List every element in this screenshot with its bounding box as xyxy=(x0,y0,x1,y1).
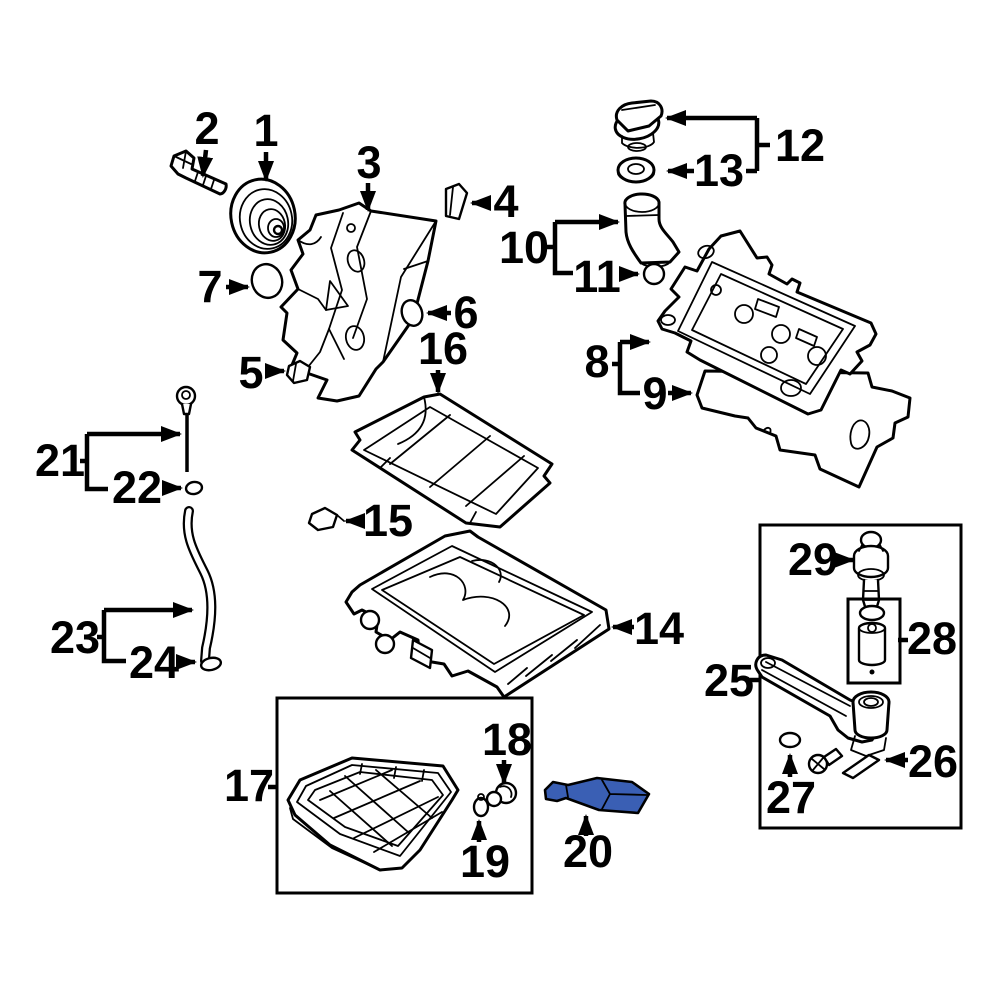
callout-23-bracket xyxy=(97,610,126,664)
part-18-drain-plug[interactable] xyxy=(485,781,518,808)
callout-24[interactable]: 24 xyxy=(129,637,197,688)
part-21-oil-dipstick[interactable] xyxy=(175,385,197,472)
callout-4[interactable]: 4 xyxy=(470,176,519,227)
callout-1-label[interactable]: 1 xyxy=(253,105,278,156)
part-26-gasket[interactable] xyxy=(841,753,881,780)
lower-oil-pan-detail-box xyxy=(275,696,534,895)
callout-12[interactable]: 12 xyxy=(665,110,825,171)
callout-21[interactable]: 21 xyxy=(35,426,182,492)
part-9-valve-cover-gasket[interactable] xyxy=(695,369,912,489)
callout-24-label[interactable]: 24 xyxy=(129,637,179,688)
callout-5-label[interactable]: 5 xyxy=(238,347,263,398)
callout-17[interactable]: 17 xyxy=(224,760,277,811)
callout-8-bracket xyxy=(612,342,640,396)
part-24-tube-o-ring[interactable] xyxy=(199,656,223,672)
callout-7[interactable]: 7 xyxy=(197,261,250,312)
callout-15[interactable]: 15 xyxy=(344,495,413,546)
callout-27-label[interactable]: 27 xyxy=(766,772,816,823)
callout-13[interactable]: 13 xyxy=(668,145,757,196)
part-7-seal-ring[interactable] xyxy=(247,260,286,302)
callout-29-label[interactable]: 29 xyxy=(788,534,838,585)
callout-20[interactable]: 20 xyxy=(563,814,613,877)
callout-22-label[interactable]: 22 xyxy=(112,462,162,513)
callout-14-label[interactable]: 14 xyxy=(634,603,684,654)
callout-6[interactable]: 6 xyxy=(426,287,479,338)
part-28-oil-filter-element[interactable] xyxy=(846,597,902,685)
part-14-upper-oil-pan[interactable] xyxy=(344,529,611,699)
callout-28[interactable]: 28 xyxy=(898,613,957,664)
part-12-oil-filler-cap[interactable] xyxy=(613,99,664,152)
part-6-o-ring[interactable] xyxy=(398,298,425,329)
callout-7-label[interactable]: 7 xyxy=(197,261,222,312)
callout-18-label[interactable]: 18 xyxy=(482,714,532,765)
part-1-crankshaft-pulley[interactable] xyxy=(224,173,302,259)
callout-23-label[interactable]: 23 xyxy=(50,612,100,663)
callout-2[interactable]: 2 xyxy=(194,103,220,178)
callout-13-label[interactable]: 13 xyxy=(694,145,744,196)
part-16-baffle-plate[interactable] xyxy=(350,392,554,529)
part-25-oil-filter-housing[interactable] xyxy=(754,653,891,757)
callout-21-label[interactable]: 21 xyxy=(35,435,85,486)
callout-8-label[interactable]: 8 xyxy=(584,336,609,387)
part-11-o-ring[interactable] xyxy=(642,262,666,286)
callout-18[interactable]: 18 xyxy=(482,714,532,785)
callout-3-label[interactable]: 3 xyxy=(356,137,381,188)
callout-25[interactable]: 25 xyxy=(704,655,760,706)
callout-9[interactable]: 9 xyxy=(642,368,693,419)
part-20-oil-pan-baffle-highlighted[interactable] xyxy=(543,776,651,815)
callout-19[interactable]: 19 xyxy=(460,819,510,887)
part-3-timing-cover[interactable] xyxy=(279,201,438,403)
part-5-seal-piece[interactable] xyxy=(285,359,312,385)
callout-10[interactable]: 10 xyxy=(499,214,620,276)
part-15-gasket-piece[interactable] xyxy=(307,506,345,532)
part-23-dipstick-tube[interactable] xyxy=(182,506,217,666)
callout-17-label[interactable]: 17 xyxy=(224,760,274,811)
callout-28-label[interactable]: 28 xyxy=(907,613,957,664)
part-8-valve-cover[interactable] xyxy=(656,229,878,416)
callout-12-bracket xyxy=(754,118,770,171)
part-22-dipstick-o-ring[interactable] xyxy=(184,480,204,496)
part-4-seal-piece[interactable] xyxy=(444,182,469,221)
callout-23[interactable]: 23 xyxy=(50,602,194,664)
part-10-oil-filler-tube[interactable] xyxy=(623,192,681,268)
callout-16-label[interactable]: 16 xyxy=(418,323,468,374)
callout-16[interactable]: 16 xyxy=(418,323,468,394)
callout-11-label[interactable]: 11 xyxy=(573,251,621,302)
callout-14[interactable]: 14 xyxy=(611,603,684,654)
callout-25-label[interactable]: 25 xyxy=(704,655,754,706)
callout-15-label[interactable]: 15 xyxy=(363,495,413,546)
callout-4-label[interactable]: 4 xyxy=(493,176,518,227)
callout-2-leader xyxy=(197,149,214,178)
callout-26[interactable]: 26 xyxy=(884,736,958,787)
callout-27[interactable]: 27 xyxy=(766,753,816,823)
callout-12-label[interactable]: 12 xyxy=(775,120,825,171)
callout-26-label[interactable]: 26 xyxy=(908,736,958,787)
callout-6-label[interactable]: 6 xyxy=(453,287,478,338)
callout-5[interactable]: 5 xyxy=(238,347,286,398)
callout-19-label[interactable]: 19 xyxy=(460,836,510,887)
callout-22[interactable]: 22 xyxy=(112,462,183,513)
callout-8[interactable]: 8 xyxy=(584,334,651,396)
callout-9-label[interactable]: 9 xyxy=(642,368,667,419)
part-13-filler-cap-gasket[interactable] xyxy=(616,156,656,184)
part-29-oil-filter-cap[interactable] xyxy=(852,530,890,615)
part-27-o-ring[interactable] xyxy=(778,731,802,749)
callout-11[interactable]: 11 xyxy=(573,251,640,302)
callout-2-label[interactable]: 2 xyxy=(194,103,219,154)
callout-29[interactable]: 29 xyxy=(788,534,855,585)
housing-bolt[interactable] xyxy=(807,747,844,775)
callout-20-label[interactable]: 20 xyxy=(563,826,613,877)
part-17-lower-oil-pan[interactable] xyxy=(286,756,460,872)
callout-3[interactable]: 3 xyxy=(356,137,382,212)
callout-21-bracket xyxy=(80,434,108,492)
callout-10-bracket xyxy=(546,222,573,276)
callout-1[interactable]: 1 xyxy=(253,105,279,182)
part-2-pulley-bolt[interactable] xyxy=(169,149,228,196)
callout-10-label[interactable]: 10 xyxy=(499,222,549,273)
part-19-drain-plug-gasket[interactable] xyxy=(472,793,490,818)
